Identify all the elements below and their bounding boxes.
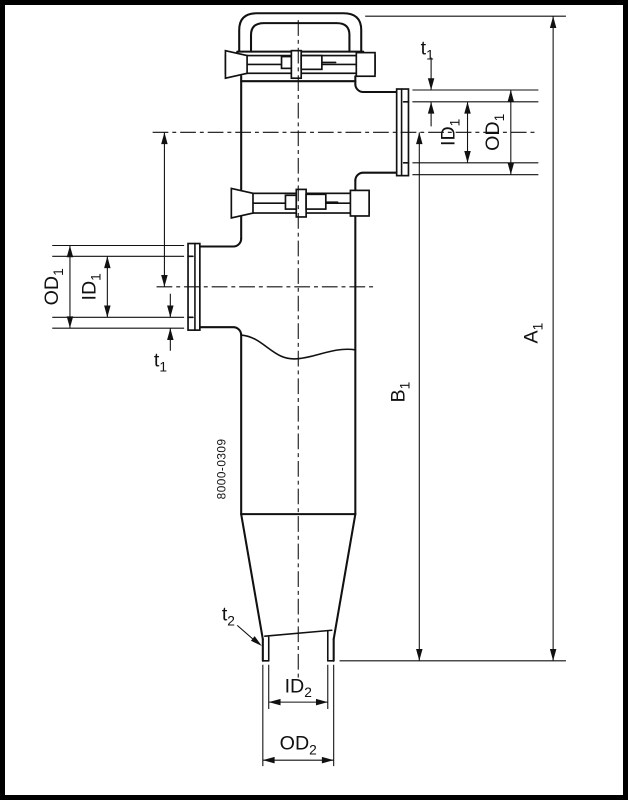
dimension-t2 [236,624,262,647]
dim-label-a1: A1 [520,323,545,344]
dimension-id1-right [464,101,471,163]
dimension-od2 [262,756,334,764]
dimension-b1 [416,132,423,661]
clamp-nut [305,193,327,210]
dim-label-id1-left: ID1 [79,273,104,300]
dimension-t1-lower [167,293,174,351]
dimension-t1-upper [427,57,435,127]
clamp-middle [230,187,370,219]
lifting-handle [238,12,363,53]
clamp-lug [349,189,370,217]
clamp-hinge [230,187,254,219]
dimension-od1-left [66,245,74,329]
clamp-hinge [224,49,248,80]
outlet-tube-outer [261,638,335,662]
clamp-lug [355,51,376,78]
dimension-od1-right [507,90,515,175]
dim-label-t2: t2 [222,603,235,628]
vessel-body [240,75,357,662]
dim-label-od2: OD2 [280,732,317,757]
vessel [187,12,410,662]
centerlines [152,20,539,682]
dimension-id2 [268,698,328,706]
clamp-top [224,49,376,80]
dim-label-id1-right: ID1 [438,119,463,146]
dim-label-b1: B1 [388,382,413,403]
filter-dimension-drawing: t1 ID1 OD1 A1 B1 OD1 ID1 t1 t2 ID2 OD2 8… [41,12,566,767]
dim-label-od1-left: OD1 [41,268,66,305]
outlet-tube-inner [267,630,329,662]
dimension-port-centerlines [161,132,168,287]
dimension-labels: t1 ID1 OD1 A1 B1 OD1 ID1 t1 t2 ID2 OD2 8… [41,38,545,758]
ext-od2 [262,664,335,767]
clamp-nut [300,54,323,71]
dimension-a1 [549,16,557,661]
extension-lines [52,15,566,767]
ext-lower-port [52,244,185,329]
dim-label-t1-upper: t1 [421,38,434,63]
dim-label-id2: ID2 [285,675,312,700]
clamp-bolt [290,49,303,80]
dim-label-od1-right: OD1 [482,114,507,151]
dimension-id1-left [104,256,111,318]
dim-label-t1-lower: t1 [154,350,167,375]
cone [240,513,357,641]
part-number: 8000-0309 [214,438,228,499]
ext-upper-port [412,89,539,176]
